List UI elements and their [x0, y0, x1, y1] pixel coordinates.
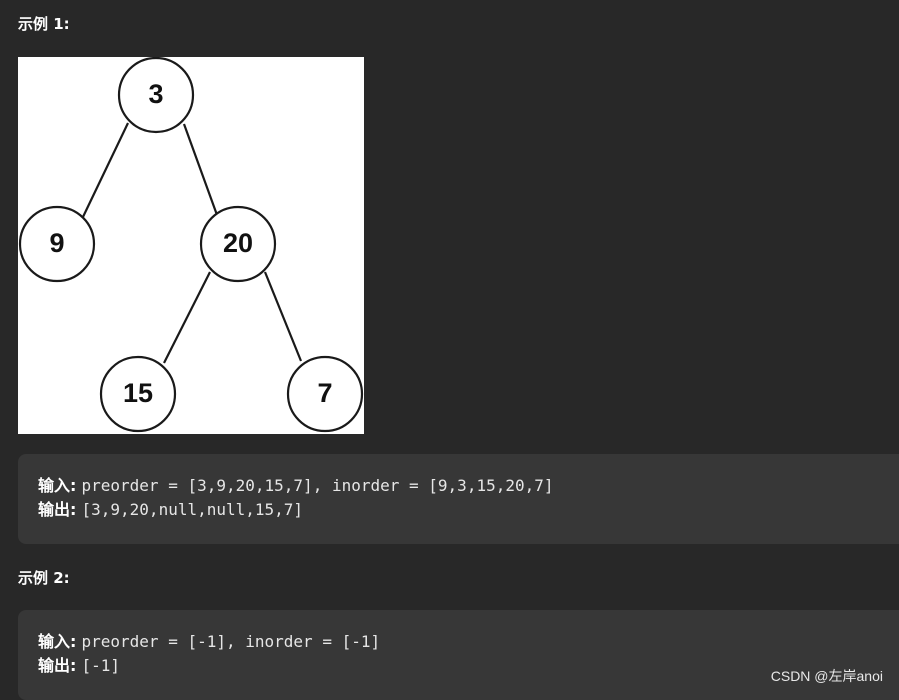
output-label: 输出: — [38, 656, 77, 675]
example-1-heading: 示例 1: — [18, 15, 70, 33]
input-label: 输入: — [38, 476, 77, 495]
tree-node-20: 20 — [199, 205, 277, 283]
example-1-output-line: 输出: [3,9,20,null,null,15,7] — [38, 498, 899, 522]
tree-node-label: 9 — [49, 228, 64, 258]
example-1-input-line: 输入: preorder = [3,9,20,15,7], inorder = … — [38, 474, 899, 498]
input-value: preorder = [3,9,20,15,7], inorder = [9,3… — [81, 476, 554, 495]
csdn-watermark: CSDN @左岸anoi — [770, 668, 883, 684]
tree-node-label: 7 — [317, 378, 332, 408]
tree-node-9: 9 — [18, 205, 96, 283]
example-2-input-line: 输入: preorder = [-1], inorder = [-1] — [38, 630, 899, 654]
tree-edge-3-9 — [81, 122, 129, 220]
input-value: preorder = [-1], inorder = [-1] — [81, 632, 381, 651]
tree-edge-3-20 — [182, 123, 219, 216]
tree-edge-20-15 — [163, 271, 211, 364]
example-1-code-block: 输入: preorder = [3,9,20,15,7], inorder = … — [18, 454, 899, 544]
tree-node-label: 3 — [148, 79, 163, 109]
tree-node-15: 15 — [99, 355, 177, 433]
output-value: [-1] — [81, 656, 121, 675]
example-2-output-line: 输出: [-1] — [38, 654, 899, 678]
tree-edge-20-7 — [263, 271, 303, 362]
example-2-code-block: 输入: preorder = [-1], inorder = [-1] 输出: … — [18, 610, 899, 700]
tree-node-label: 15 — [123, 378, 153, 408]
binary-tree-diagram: 3 9 20 15 7 — [18, 57, 364, 434]
output-label: 输出: — [38, 500, 77, 519]
input-label: 输入: — [38, 632, 77, 651]
output-value: [3,9,20,null,null,15,7] — [81, 500, 304, 519]
tree-node-3: 3 — [117, 57, 195, 134]
tree-node-label: 20 — [223, 228, 253, 258]
example-2-heading: 示例 2: — [18, 569, 70, 587]
tree-node-7: 7 — [286, 355, 364, 433]
